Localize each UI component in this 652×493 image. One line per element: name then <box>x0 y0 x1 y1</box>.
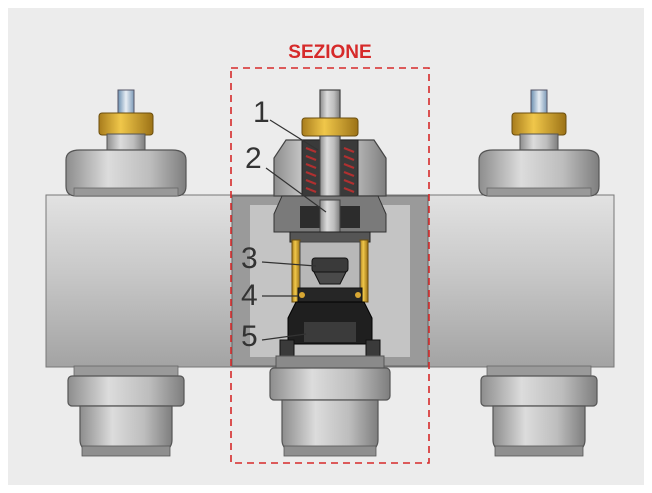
leader-5 <box>261 333 307 341</box>
callout-4: 4 <box>241 279 258 312</box>
center-valve-oring <box>297 287 363 303</box>
left-valve-union-nut <box>67 375 185 407</box>
center-valve-connector <box>281 399 379 453</box>
callout-leaders <box>261 119 327 341</box>
left-valve-brass-nut <box>98 112 154 136</box>
center-valve-spring <box>305 146 355 194</box>
center-valve-section <box>231 89 429 457</box>
left-valve <box>65 89 187 457</box>
section-box <box>230 67 430 464</box>
section-label: SEZIONE <box>288 42 371 63</box>
callout-5: 5 <box>241 320 258 353</box>
leader-3 <box>261 261 317 267</box>
right-valve-bonnet <box>478 149 600 197</box>
callout-1: 1 <box>253 96 270 129</box>
right-valve-union-nut <box>480 375 598 407</box>
left-valve-bonnet <box>65 149 187 197</box>
center-valve-disc <box>311 257 349 273</box>
center-valve-brass-nut <box>301 117 359 137</box>
leader-1 <box>269 119 319 151</box>
callout-labels: 1 2 3 4 5 <box>241 96 270 353</box>
left-valve-connector <box>79 405 173 453</box>
right-valve-brass-nut <box>511 112 567 136</box>
right-valve <box>478 89 600 457</box>
callout-3: 3 <box>241 242 258 275</box>
center-valve-union-nut <box>269 367 391 401</box>
right-valve-connector <box>492 405 586 453</box>
leader-2 <box>265 167 327 213</box>
callout-2: 2 <box>245 142 262 175</box>
